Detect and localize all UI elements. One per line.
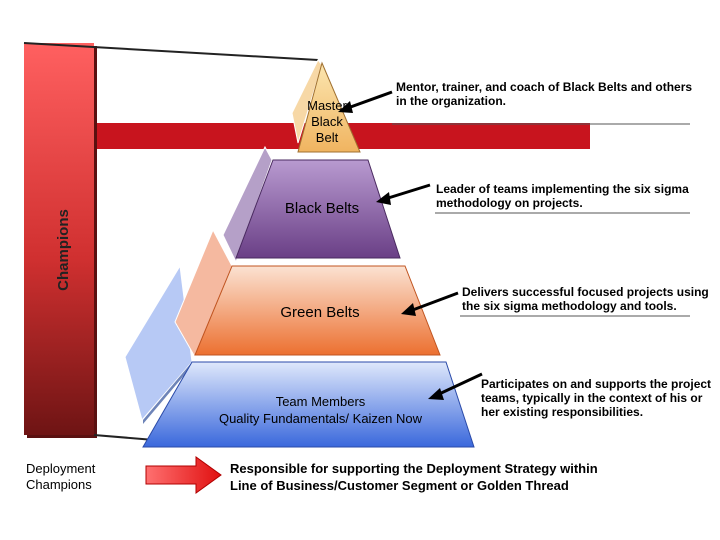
deployment-description: Responsible for supporting the Deploymen… xyxy=(230,460,710,494)
pointer-arrowhead-master xyxy=(338,101,353,113)
tier-black-belts-left-face xyxy=(222,145,273,264)
description-master-black-belt: Mentor, trainer, and coach of Black Belt… xyxy=(396,80,693,108)
tier-label-master-black-belt: Master Black Belt xyxy=(287,98,367,146)
tier-team-members xyxy=(142,361,475,448)
tier-master-left-face xyxy=(291,59,323,144)
team-label-line-2: Quality Fundamentals/ Kaizen Now xyxy=(218,411,423,426)
deployment-description-line-1: Responsible for supporting the Deploymen… xyxy=(230,461,598,476)
master-label-line-1: Master xyxy=(307,98,347,113)
tier-green-belts-left-face xyxy=(174,228,233,359)
tier-label-black-belts: Black Belts xyxy=(284,200,360,217)
tier-label-green-belts: Green Belts xyxy=(280,304,360,321)
pointer-arrowhead-black-belts xyxy=(376,192,391,205)
tier-master-black-belt xyxy=(297,61,361,153)
champions-bar xyxy=(24,43,94,435)
master-label-line-2: Black xyxy=(311,114,343,129)
pointer-arrow-black-belts xyxy=(384,183,431,201)
pointer-arrowhead-team-members xyxy=(428,388,444,400)
deployment-label-line-1: Deployment xyxy=(26,461,96,476)
tier-black-belts xyxy=(235,159,401,259)
tier-team-members-shadow xyxy=(143,362,192,424)
pointer-arrowhead-green-belts xyxy=(401,303,416,316)
champions-label: Champions xyxy=(55,209,72,291)
tier-label-team-members: Team Members Quality Fundamentals/ Kaize… xyxy=(188,393,453,427)
master-label-line-3: Belt xyxy=(315,130,339,145)
team-label-line-1: Team Members xyxy=(275,394,366,409)
deployment-arrow xyxy=(145,456,222,494)
deployment-label-line-2: Champions xyxy=(26,477,92,492)
tier-green-belts xyxy=(194,265,441,356)
description-black-belts: Leader of teams implementing the six sig… xyxy=(436,182,689,210)
description-team-members: Participates on and supports the project… xyxy=(481,377,712,419)
deployment-description-line-2: Line of Business/Customer Segment or Gol… xyxy=(230,478,569,493)
connector-line-top xyxy=(23,42,319,61)
pointer-arrow-green-belts xyxy=(409,291,459,313)
pointer-arrow-team-members xyxy=(436,372,483,397)
description-green-belts: Delivers successful focused projects usi… xyxy=(462,285,709,313)
deployment-champions-label: Deployment Champions xyxy=(26,461,136,493)
pointer-arrow-master xyxy=(344,90,393,111)
